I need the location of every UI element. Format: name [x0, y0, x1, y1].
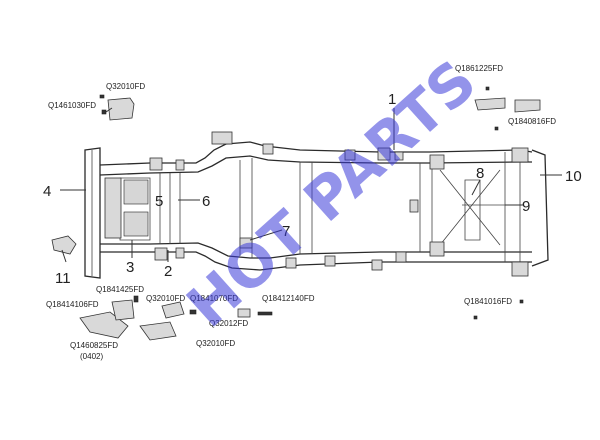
cross-member-gusset — [239, 237, 253, 249]
leader-8 — [471, 179, 481, 196]
front-bumper — [84, 147, 101, 279]
callout-9: 9 — [522, 198, 530, 215]
callout-8: 8 — [476, 165, 484, 182]
rear-x-brace — [439, 169, 501, 246]
front-upper-mount-2 — [175, 159, 185, 171]
part-q32010fd-bottom — [139, 321, 177, 341]
bolt-rear-4 — [473, 315, 478, 320]
rear-end-mount-2 — [511, 261, 529, 277]
label-q18412140fd: Q18412140FD — [262, 294, 315, 303]
label-q1841016fd: Q1841016FD — [464, 297, 512, 306]
rear-end-bracket — [531, 149, 549, 267]
leader-7 — [249, 229, 283, 241]
front-lower-mount — [154, 247, 168, 261]
part-11-bracket — [51, 235, 77, 255]
bolt-rear-3 — [519, 299, 524, 304]
label-q32010fd-top: Q32010FD — [106, 82, 145, 91]
label-q32010fd-bottom: Q32010FD — [196, 339, 235, 348]
lower-rail-inner — [100, 242, 532, 259]
callout-6: 6 — [202, 193, 210, 210]
part-number-labels: Q32010FD Q1461030FD Q1861225FD Q1840816F… — [46, 64, 556, 361]
part-q18412140fd — [257, 311, 273, 316]
label-q32012fd: Q32012FD — [209, 319, 248, 328]
label-q1861225fd: Q1861225FD — [455, 64, 503, 73]
body-mount-7 — [371, 259, 383, 271]
engine-mount-left — [123, 179, 149, 205]
front-crossmember-plate — [104, 177, 122, 239]
callout-numbers: 1 2 3 4 5 6 7 8 9 10 11 — [43, 91, 582, 287]
body-mount-3 — [377, 147, 391, 161]
rear-spring-hanger-1 — [429, 154, 445, 170]
body-mount-2 — [344, 149, 356, 161]
lower-rail — [100, 251, 532, 271]
part-q32010fd-mid — [161, 301, 185, 319]
label-q1841425fd: Q1841425FD — [96, 285, 144, 294]
label-note-0402: (0402) — [80, 352, 103, 361]
body-mount-1 — [262, 143, 274, 155]
part-q1861225fd — [474, 97, 506, 111]
bolt-small-top — [99, 94, 105, 99]
engine-cross-member — [159, 173, 181, 244]
part-q1841070fd — [189, 309, 197, 315]
label-q1460825fd: Q1460825FD — [70, 341, 118, 350]
callout-11: 11 — [55, 270, 71, 287]
rear-spring-hanger-2 — [429, 241, 445, 257]
part-q1840816fd — [514, 99, 541, 113]
label-q32010fd-mid: Q32010FD — [146, 294, 185, 303]
upper-rail-inner — [99, 155, 532, 176]
front-lower-mount-2 — [175, 247, 185, 259]
label-q18414106fd: Q18414106FD — [46, 300, 99, 309]
callout-3: 3 — [126, 259, 134, 276]
leader-lines — [60, 107, 562, 263]
bolt-rear-1 — [494, 126, 499, 131]
center-bracket — [409, 199, 419, 213]
upper-rail — [99, 141, 533, 166]
engine-mount-right — [123, 211, 149, 237]
label-q1461030fd: Q1461030FD — [48, 101, 96, 110]
callout-2: 2 — [164, 263, 172, 280]
callout-7: 7 — [282, 223, 290, 240]
callout-10: 10 — [565, 168, 582, 185]
body-mount-4 — [394, 151, 404, 161]
body-mount-8 — [395, 251, 407, 263]
part-q32012fd — [237, 308, 251, 318]
chassis-frame — [84, 131, 549, 279]
watermark-text: HOT PARTS — [174, 47, 489, 340]
front-upper-mount — [149, 157, 163, 171]
bolt-rear-2 — [485, 86, 490, 91]
part-q1841425fd — [133, 295, 139, 303]
bolt-q1461030fd — [101, 109, 107, 115]
label-q1840816fd: Q1840816FD — [508, 117, 556, 126]
callout-4: 4 — [43, 183, 51, 200]
loose-parts — [51, 86, 541, 341]
label-q1841070fd: Q1841070FD — [190, 294, 238, 303]
callout-1: 1 — [388, 91, 396, 108]
callout-5: 5 — [155, 193, 163, 210]
body-mount-5 — [285, 257, 297, 269]
rear-center-plate — [464, 179, 481, 241]
body-mount-6 — [324, 255, 336, 267]
leader-q1461030fd — [105, 107, 113, 113]
leader-11 — [61, 249, 67, 263]
part-q18414106fd — [111, 299, 135, 321]
rear-end-mount-1 — [511, 147, 529, 163]
front-mount-bracket — [211, 131, 233, 145]
part-q32010fd-top — [107, 97, 135, 121]
